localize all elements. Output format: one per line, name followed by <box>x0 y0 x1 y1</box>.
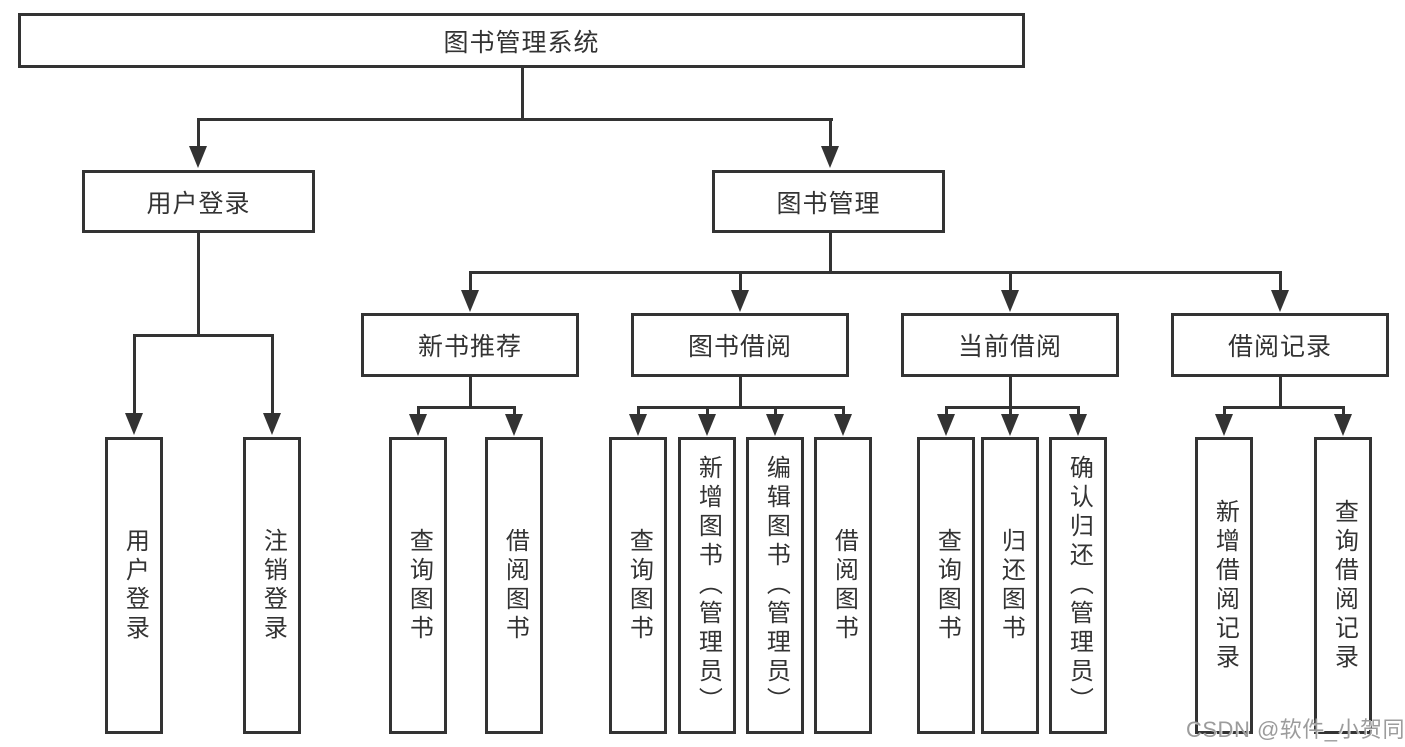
leaf-label: 用户登录 <box>121 527 149 644</box>
connector-level3-hline <box>469 271 1282 274</box>
connector-group-hline <box>1223 406 1344 409</box>
arrow-head <box>1271 290 1289 312</box>
arrow-head <box>1334 414 1352 436</box>
leaf-label: 注销登录 <box>259 527 287 644</box>
connector-arrow-shaft <box>637 406 640 418</box>
leaf-label: 查询图书 <box>625 527 653 644</box>
arrow-head <box>1001 414 1019 436</box>
connector-arrow-shaft <box>1223 406 1226 418</box>
arrow-head <box>1215 414 1233 436</box>
connector-arrow-shaft <box>1009 406 1012 418</box>
arrow-head <box>189 146 207 168</box>
leaf-label: 编辑图书（管理员） <box>762 455 790 716</box>
leaf-bb-borrow-book: 借阅图书 <box>814 437 872 734</box>
node-current-borrow: 当前借阅 <box>901 313 1119 377</box>
leaf-rec-borrow-book: 借阅图书 <box>485 437 543 734</box>
connector-arrow-shaft <box>1077 406 1080 418</box>
node-label: 图书管理 <box>776 189 881 218</box>
connector-userlogin-stem <box>197 233 200 335</box>
connector-arrow-shaft <box>1009 271 1012 291</box>
connector-group-stem <box>1279 377 1282 407</box>
arrow-head <box>461 290 479 312</box>
arrow-head <box>629 414 647 436</box>
leaf-cb-confirm-return-admin: 确认归还（管理员） <box>1049 437 1107 734</box>
arrow-head <box>834 414 852 436</box>
leaf-label: 归还图书 <box>997 527 1025 644</box>
connector-arrow-shaft <box>774 406 777 418</box>
connector-arrow-shaft <box>1342 406 1345 418</box>
connector-arrow-shaft <box>197 118 200 148</box>
connector-arrow-shaft <box>1279 271 1282 291</box>
leaf-br-add-record: 新增借阅记录 <box>1195 437 1253 734</box>
node-book-borrow: 图书借阅 <box>631 313 849 377</box>
connector-group-stem <box>739 377 742 407</box>
connector-group-stem <box>1009 377 1012 407</box>
connector-arrow-shaft <box>417 406 420 418</box>
connector-bookmgmt-stem <box>829 233 832 272</box>
node-label: 用户登录 <box>146 189 251 218</box>
node-label: 当前借阅 <box>957 333 1062 361</box>
arrow-head <box>698 414 716 436</box>
leaf-label: 查询借阅记录 <box>1330 498 1358 673</box>
connector-arrow-shaft <box>739 271 742 291</box>
arrow-head <box>1069 414 1087 436</box>
leaf-cb-return-book: 归还图书 <box>981 437 1039 734</box>
connector-group-stem <box>469 377 472 407</box>
connector-root-stem <box>521 68 524 119</box>
node-book-management: 图书管理 <box>712 170 945 233</box>
connector-arrow-shaft <box>842 406 845 418</box>
leaf-label: 查询图书 <box>933 527 961 644</box>
leaf-cb-query-book: 查询图书 <box>917 437 975 734</box>
leaf-bb-edit-book-admin: 编辑图书（管理员） <box>746 437 804 734</box>
node-label: 新书推荐 <box>417 333 522 361</box>
leaf-rec-query-book: 查询图书 <box>389 437 447 734</box>
leaf-logout: 注销登录 <box>243 437 301 734</box>
node-borrow-record: 借阅记录 <box>1171 313 1389 377</box>
leaf-label: 确认归还（管理员） <box>1065 455 1093 716</box>
arrow-head <box>937 414 955 436</box>
connector-arrow-shaft <box>133 334 136 414</box>
leaf-label: 查询图书 <box>405 527 433 644</box>
node-library-system: 图书管理系统 <box>18 13 1025 68</box>
leaf-label: 借阅图书 <box>830 527 858 644</box>
leaf-label: 借阅图书 <box>501 527 529 644</box>
node-label: 图书借阅 <box>687 333 792 361</box>
csdn-watermark: CSDN @软件_小贺同学 <box>1186 717 1405 742</box>
connector-arrow-shaft <box>706 406 709 418</box>
connector-arrow-shaft <box>271 334 274 414</box>
connector-arrow-shaft <box>469 271 472 291</box>
connector-arrow-shaft <box>513 406 516 418</box>
connector-userlogin-hline <box>133 334 274 337</box>
connector-level2-hline <box>197 118 833 121</box>
arrow-head <box>821 146 839 168</box>
leaf-bb-add-book-admin: 新增图书（管理员） <box>678 437 736 734</box>
leaf-user-login: 用户登录 <box>105 437 163 734</box>
arrow-head <box>505 414 523 436</box>
connector-arrow-shaft <box>945 406 948 418</box>
arrow-head <box>409 414 427 436</box>
connector-group-hline <box>637 406 845 409</box>
leaf-bb-query-book: 查询图书 <box>609 437 667 734</box>
node-label: 借阅记录 <box>1227 333 1332 361</box>
connector-group-hline <box>945 406 1079 409</box>
leaf-label: 新增图书（管理员） <box>694 455 722 716</box>
arrow-head <box>263 413 281 435</box>
connector-group-hline <box>417 406 516 409</box>
leaf-br-query-record: 查询借阅记录 <box>1314 437 1372 734</box>
node-new-book-recommend: 新书推荐 <box>361 313 579 377</box>
arrow-head <box>731 290 749 312</box>
arrow-head <box>125 413 143 435</box>
node-user-login: 用户登录 <box>82 170 315 233</box>
arrow-head <box>1001 290 1019 312</box>
arrow-head <box>766 414 784 436</box>
node-label: 图书管理系统 <box>443 28 600 57</box>
leaf-label: 新增借阅记录 <box>1211 498 1239 673</box>
connector-arrow-shaft <box>829 118 832 148</box>
